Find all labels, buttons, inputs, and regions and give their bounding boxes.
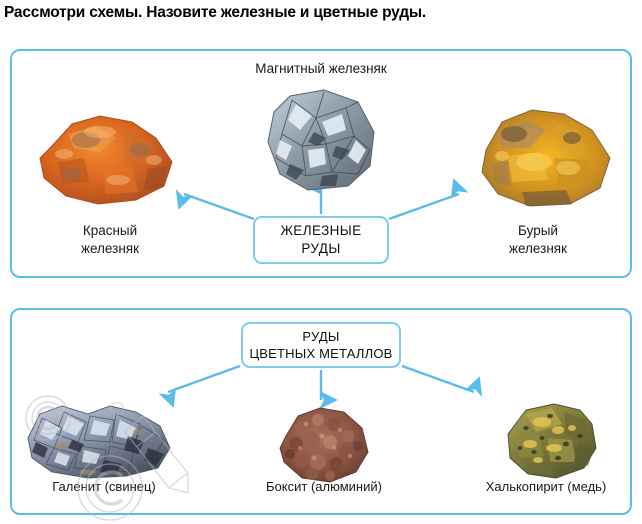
specimen-image-magnetite xyxy=(267,89,375,191)
caption-bauxite-line1: Боксит (алюминий) xyxy=(266,479,382,494)
center-label-nonferrous-line1: РУДЫ xyxy=(302,329,340,344)
caption-galena: Галенит (свинец) xyxy=(8,478,200,496)
specimen-image-limonite xyxy=(481,109,611,207)
specimen-image-chalcopyrite xyxy=(507,403,597,479)
center-label-iron-line1: ЖЕЛЕЗНЫЕ xyxy=(280,223,362,238)
caption-galena-line1: Галенит (свинец) xyxy=(52,479,156,494)
caption-hematite: Красный железняк xyxy=(30,222,190,258)
caption-bauxite: Боксит (алюминий) xyxy=(228,478,420,496)
caption-hematite-line1: Красный xyxy=(82,223,138,238)
specimen-image-hematite xyxy=(39,115,173,205)
caption-hematite-line2: железняк xyxy=(80,241,140,256)
specimen-image-bauxite xyxy=(279,407,369,483)
center-label-non-ferrous-ores: РУДЫ ЦВЕТНЫХ МЕТАЛЛОВ xyxy=(241,322,401,368)
caption-limonite-line1: Бурый xyxy=(518,223,558,238)
caption-magnetite-line1: Магнитный железняк xyxy=(255,61,387,76)
caption-chalcopyrite: Халькопирит (медь) xyxy=(450,478,642,496)
specimen-image-galena xyxy=(27,405,171,479)
center-label-iron-line2: РУДЫ xyxy=(301,241,341,256)
caption-limonite: Бурый железняк xyxy=(458,222,618,258)
center-label-nonferrous-line2: ЦВЕТНЫХ МЕТАЛЛОВ xyxy=(249,346,393,361)
caption-magnetite: Магнитный железняк xyxy=(210,60,432,78)
page-title: Рассмотри схемы. Назовите железные и цве… xyxy=(4,4,426,21)
caption-limonite-line2: железняк xyxy=(508,241,568,256)
center-label-iron-ores: ЖЕЛЕЗНЫЕ РУДЫ xyxy=(253,216,389,264)
caption-chalcopyrite-line1: Халькопирит (медь) xyxy=(485,479,607,494)
